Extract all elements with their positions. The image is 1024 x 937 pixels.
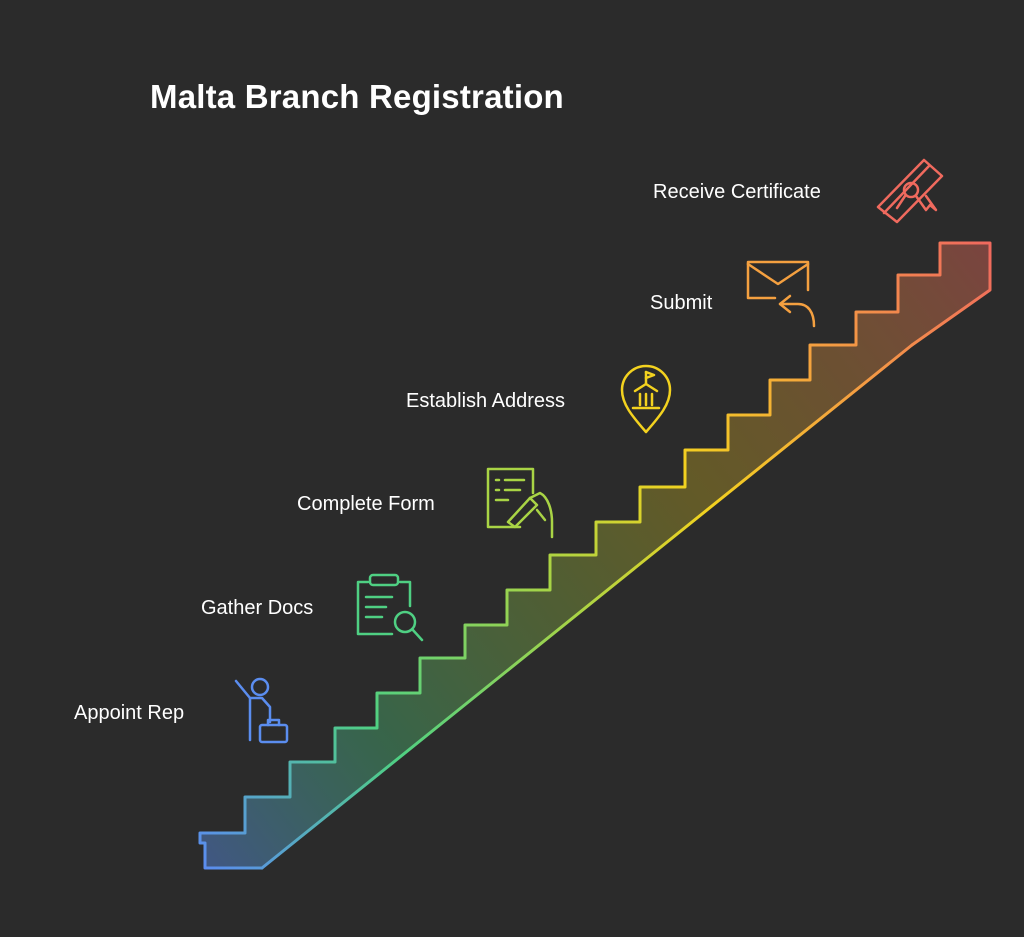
- step-label-establish-address: Establish Address: [406, 390, 565, 412]
- form-signing-icon: [486, 467, 554, 539]
- step-label-appoint-rep: Appoint Rep: [74, 702, 185, 724]
- staircase-diagonal: [260, 343, 914, 870]
- building-location-pin-icon: [620, 364, 672, 434]
- diploma-scroll-icon: [876, 158, 944, 224]
- step-label-gather-docs: Gather Docs: [201, 597, 314, 619]
- step-label-receive-certificate: Receive Certificate: [653, 181, 821, 203]
- staircase-steps-outline: [198, 241, 992, 870]
- page-title: Malta Branch Registration: [150, 78, 564, 115]
- clipboard-search-icon: [356, 573, 424, 642]
- step-label-complete-form: Complete Form: [297, 493, 435, 515]
- step-label-submit: Submit: [650, 292, 713, 314]
- person-briefcase-icon: [234, 677, 289, 744]
- envelope-reply-icon: [746, 260, 816, 328]
